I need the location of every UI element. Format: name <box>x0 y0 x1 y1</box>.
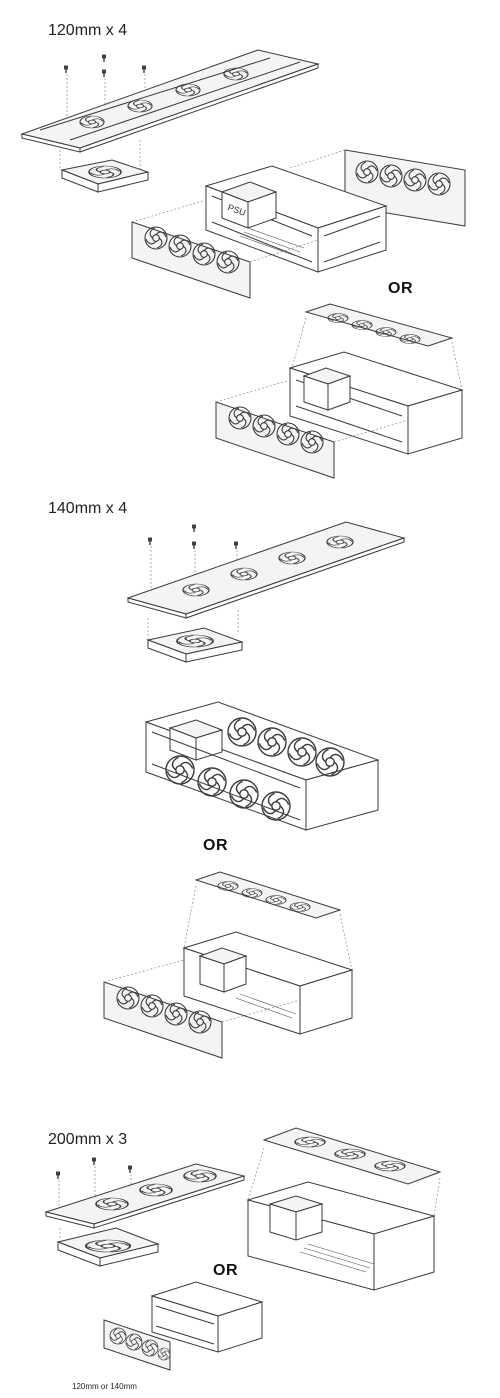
section1-top-panel <box>20 49 320 193</box>
screw-icon <box>63 65 69 74</box>
section1-chassis-a: PSU <box>131 149 466 299</box>
screw-icon <box>191 541 197 550</box>
or-label-section3: OR <box>213 1262 238 1279</box>
fan-size-footnote: 120mm or 140mm <box>72 1382 137 1391</box>
section2-chassis-b <box>103 871 354 1059</box>
section2-top-panel <box>126 521 406 663</box>
screw-icon <box>101 54 107 63</box>
section3-chassis-b <box>103 1281 264 1371</box>
or-label-section1: OR <box>388 280 413 297</box>
section-heading-140mm: 140mm x 4 <box>48 500 128 517</box>
section1-chassis-b <box>215 303 464 479</box>
screw-icon <box>233 541 239 550</box>
screw-icon <box>55 1171 61 1180</box>
section2-chassis-a <box>144 701 380 831</box>
section-heading-200mm: 200mm x 3 <box>48 1131 128 1148</box>
screw-icon <box>127 1165 133 1174</box>
section3-chassis-a <box>246 1127 442 1291</box>
screw-icon <box>91 1157 97 1166</box>
or-label-section2: OR <box>203 837 228 854</box>
screw-icon <box>141 65 147 74</box>
screw-icon <box>191 524 197 533</box>
screw-icon <box>101 69 107 78</box>
screw-icon <box>147 537 153 546</box>
section-heading-120mm: 120mm x 4 <box>48 22 128 39</box>
section3-top-panel <box>44 1157 246 1267</box>
